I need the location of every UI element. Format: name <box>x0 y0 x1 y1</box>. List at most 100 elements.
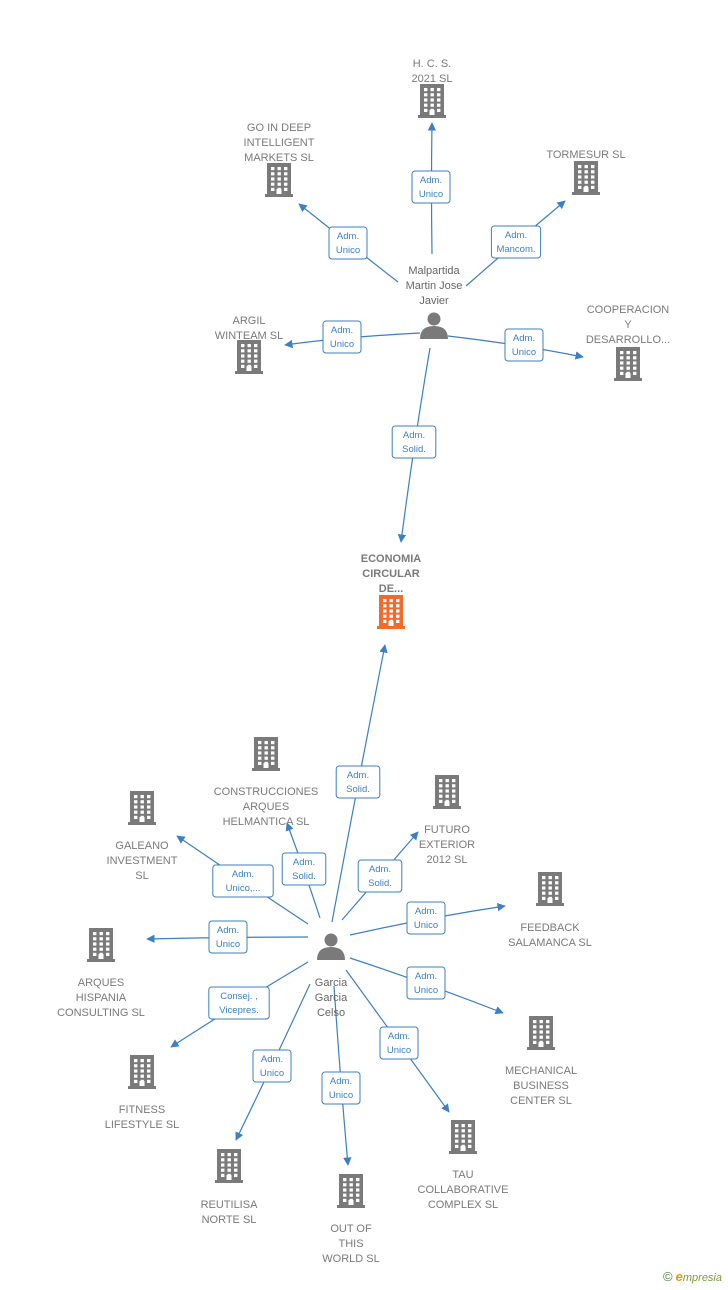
relation-label-line: Vicepres. <box>219 1005 258 1016</box>
building-icon[interactable] <box>128 791 156 825</box>
company-name-line: INVESTMENT <box>107 855 178 867</box>
relation-label-line: Mancom. <box>496 244 535 255</box>
relation-label[interactable]: Adm.Unico <box>328 226 368 260</box>
relation-label-text: Adm.Unico <box>336 231 360 256</box>
relation-label-box <box>391 425 437 459</box>
building-icon[interactable] <box>252 737 280 771</box>
relation-label-line: Unico <box>387 1045 411 1056</box>
relation-label[interactable]: Adm.Solid. <box>281 852 327 886</box>
relation-label-text: Adm. Mancom. <box>496 230 535 255</box>
company-name-line: MECHANICAL <box>505 1065 577 1077</box>
relation-label[interactable]: Adm.Unico <box>406 901 446 935</box>
company-node-galeano[interactable]: GALEANO INVESTMENT SL <box>107 791 178 882</box>
company-name-line: 2021 SL <box>412 73 453 85</box>
company-name-line: ECONOMIA <box>361 553 422 565</box>
company-name-line: WINTEAM SL <box>215 330 283 342</box>
relation-label-line: Unico <box>419 189 443 200</box>
company-name-line: WORLD SL <box>322 1253 379 1265</box>
relation-label[interactable]: Adm.Unico <box>322 320 362 354</box>
company-node-focus[interactable]: ECONOMIA CIRCULAR DE... <box>361 553 422 629</box>
company-name-line: DE... <box>379 583 403 595</box>
person-icon[interactable] <box>420 312 448 340</box>
relation-label[interactable]: Adm. Mancom. <box>490 225 542 259</box>
relation-label-box <box>208 986 270 1020</box>
relation-label-line: Unico <box>336 245 360 256</box>
building-icon[interactable] <box>87 928 115 962</box>
company-node-hcs[interactable]: H. C. S. 2021 SL <box>412 58 453 118</box>
relation-label-line: Solid. <box>292 871 316 882</box>
relation-label[interactable]: Adm.Unico,... <box>212 864 274 898</box>
company-node-tormesur[interactable]: TORMESUR SL <box>546 149 626 195</box>
relation-label-text: Adm.Unico <box>512 333 536 358</box>
relation-label-line: Unico <box>329 1090 353 1101</box>
person-name-line: Celso <box>317 1007 345 1019</box>
relation-label[interactable]: Consej. ,Vicepres. <box>208 986 270 1020</box>
company-name-line: CIRCULAR <box>362 568 419 580</box>
relation-label[interactable]: Adm. Unico <box>411 170 451 204</box>
person-icon[interactable] <box>317 933 345 961</box>
brand-watermark: ©empresia <box>663 1269 722 1284</box>
company-name-line: COMPLEX SL <box>428 1199 498 1211</box>
company-name-line: FITNESS <box>119 1104 165 1116</box>
building-icon[interactable] <box>536 872 564 906</box>
company-name-line: GALEANO <box>115 840 169 852</box>
relation-label-line: Adm. <box>420 175 442 186</box>
building-icon[interactable] <box>235 340 263 374</box>
building-icon[interactable] <box>614 347 642 381</box>
relation-label-box <box>328 226 368 260</box>
relation-label[interactable]: Adm.Solid. <box>357 859 403 893</box>
relation-label-box <box>504 328 544 362</box>
relation-label[interactable]: Adm.Solid. <box>335 765 381 799</box>
relation-label[interactable]: Adm.Unico <box>208 920 248 954</box>
relation-label[interactable]: Adm.Unico <box>321 1071 361 1105</box>
focus-building-icon[interactable] <box>377 595 405 629</box>
relation-label[interactable]: Adm.Unico <box>252 1049 292 1083</box>
company-name-line: NORTE SL <box>202 1214 257 1226</box>
building-icon[interactable] <box>433 775 461 809</box>
relation-label[interactable]: Adm.Unico <box>406 966 446 1000</box>
relation-label-text: Adm.Unico <box>330 325 354 350</box>
building-icon[interactable] <box>128 1055 156 1089</box>
company-name-line: H. C. S. <box>413 58 452 70</box>
company-name-line: INTELLIGENT <box>244 137 315 149</box>
relation-label[interactable]: Adm.Unico <box>504 328 544 362</box>
company-name-line: CENTER SL <box>510 1095 572 1107</box>
relation-label-line: Adm. <box>505 230 527 241</box>
building-icon[interactable] <box>527 1016 555 1050</box>
relation-label[interactable]: Adm.Solid. <box>391 425 437 459</box>
company-node-mech[interactable]: MECHANICAL BUSINESS CENTER SL <box>505 1016 577 1107</box>
building-icon[interactable] <box>449 1120 477 1154</box>
relation-label-line: Unico <box>414 985 438 996</box>
relation-label-text: Adm.Solid. <box>292 857 316 882</box>
building-icon[interactable] <box>265 163 293 197</box>
relation-label-line: Unico <box>260 1068 284 1079</box>
relation-label[interactable]: Adm.Unico <box>379 1026 419 1060</box>
building-icon[interactable] <box>337 1174 365 1208</box>
building-icon[interactable] <box>572 161 600 195</box>
building-icon[interactable] <box>418 84 446 118</box>
company-name-line: SL <box>135 870 148 882</box>
company-name-line: BUSINESS <box>513 1080 569 1092</box>
building-icon[interactable] <box>215 1149 243 1183</box>
company-name: H. C. S. 2021 SL <box>412 58 453 85</box>
